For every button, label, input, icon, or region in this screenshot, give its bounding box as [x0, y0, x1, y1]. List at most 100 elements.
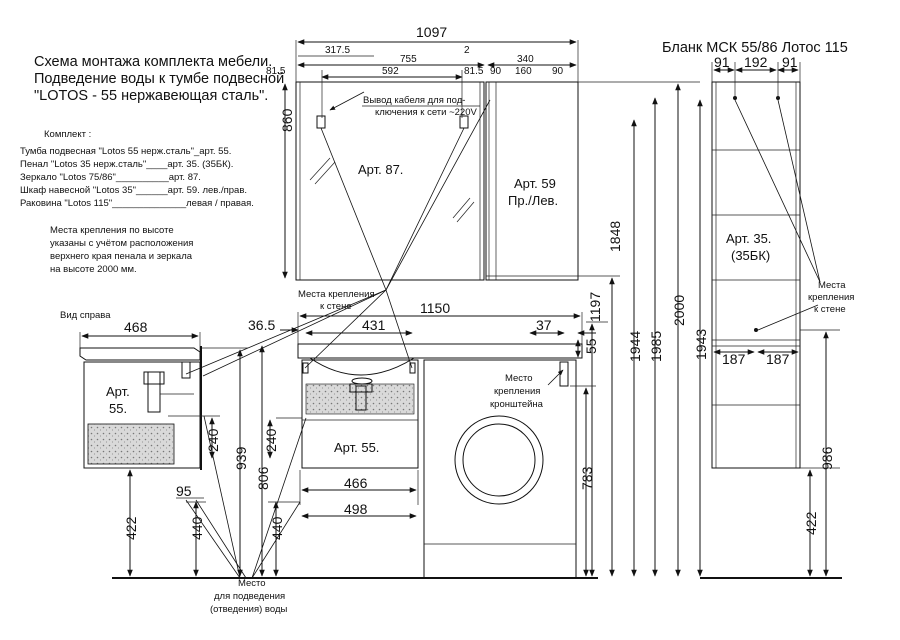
penal-article: Арт. 35.: [726, 231, 771, 246]
dim-1097: 1097: [416, 24, 447, 40]
kit-item: Пенал "Lotos 35 нерж.сталь"____арт. 35. …: [20, 159, 233, 170]
penal-variant: (35БК): [731, 248, 770, 263]
mount-note-line: Места крепления по высоте: [50, 225, 174, 236]
side-view-label: Вид справа: [60, 310, 111, 321]
mirror-mount-left: [316, 115, 326, 129]
dim-860: 860: [279, 108, 295, 132]
mirror-top-dims: 1097 317.5 755 2 340 592 81.5 81.5 90 16…: [266, 24, 579, 118]
bracket-line-2: крепления: [494, 386, 540, 397]
cable-callout: Вывод кабеля для под- ключения к сети ~2…: [329, 91, 480, 118]
front-dim-466: 466: [344, 475, 368, 491]
wall-mount-line-2: к стене: [320, 301, 352, 312]
side-view: Вид справа 468 Арт. 55. 422 240 939 95 4…: [60, 310, 249, 577]
side-dim-939: 939: [233, 446, 249, 470]
mirror-article: Арт. 87.: [358, 162, 403, 177]
side-dim-468: 468: [124, 319, 148, 335]
water-line-3: (отведения) воды: [210, 604, 287, 615]
dim-2000: 2000: [671, 295, 687, 326]
penal-dim-187-a: 187: [722, 351, 746, 367]
washing-machine-door: [454, 415, 544, 505]
dim-317: 317.5: [325, 45, 350, 56]
dim-1985: 1985: [648, 331, 664, 362]
front-dim-783: 783: [579, 466, 595, 490]
penal-mount-line-3: к стене: [814, 304, 846, 315]
height-dims: 1848 1197 1944 1985 2000 1943: [578, 81, 709, 577]
penal: Арт. 35. (35БК) 91 192 91 187 187 986 42…: [711, 54, 854, 577]
mount-note-line: указаны с учётом расположения: [50, 238, 193, 249]
title-line-3: "LOTOS - 55 нержавеющая сталь".: [34, 88, 268, 104]
dim-1944: 1944: [627, 331, 643, 362]
side-dim-240: 240: [205, 428, 221, 452]
dim-90-a: 90: [490, 66, 502, 77]
front-article: Арт. 55.: [334, 440, 379, 455]
penal-dim-986: 986: [819, 446, 835, 470]
mount-note-line: верхнего края пенала и зеркала: [50, 251, 193, 262]
mount-note-line: на высоте 2000 мм.: [50, 264, 137, 275]
bracket-line-1: Место: [505, 373, 533, 384]
front-mount-right: [409, 362, 416, 374]
front-dim-240: 240: [263, 428, 279, 452]
dim-755: 755: [400, 54, 417, 65]
cable-line-1: Вывод кабеля для под-: [363, 95, 465, 106]
cabinet-side: Пр./Лев.: [508, 193, 558, 208]
dim-592: 592: [382, 66, 399, 77]
front-dim-1150: 1150: [420, 300, 450, 316]
front-dim-431: 431: [362, 317, 386, 333]
title-line-1: Схема монтажа комплекта мебели.: [34, 54, 272, 70]
bracket-line-3: кронштейна: [490, 399, 544, 410]
penal-dim-422: 422: [803, 511, 819, 535]
wall-mount-line-1: Места крепления: [298, 289, 375, 300]
dim-81-mid: 81.5: [464, 66, 484, 77]
front-view: 1150 36.5 431 37 55 Арт. 55. Место крепл…: [248, 300, 599, 579]
dim-1943: 1943: [693, 329, 709, 360]
front-dim-36: 36.5: [248, 317, 275, 333]
kit-list: Комплект : Тумба подвесная "Lotos 55 нер…: [20, 129, 254, 209]
side-dim-422: 422: [123, 516, 139, 540]
dim-160: 160: [515, 66, 532, 77]
penal-dim-91-b: 91: [782, 54, 798, 70]
title-line-2: Подведение воды к тумбе подвесной: [34, 71, 284, 87]
dim-860-group: 860: [279, 83, 295, 279]
front-siphon: [355, 385, 367, 411]
penal-dim-187-b: 187: [766, 351, 790, 367]
mount-note: Места крепления по высоте указаны с учёт…: [50, 225, 193, 275]
dim-2: 2: [464, 45, 470, 56]
water-line-2: для подведения: [214, 591, 285, 602]
front-dim-498: 498: [344, 501, 368, 517]
mirror-assembly: Арт. 87. Арт. 59 Пр./Лев.: [295, 81, 579, 281]
side-article-2: 55.: [109, 401, 127, 416]
dim-340: 340: [517, 54, 534, 65]
front-granite-band: [305, 383, 415, 415]
side-basin: [79, 347, 201, 361]
water-line-1: Место: [238, 578, 266, 589]
side-wall-plate: [181, 361, 191, 379]
front-bowl: [309, 357, 415, 376]
cabinet-article: Арт. 59: [514, 176, 556, 191]
mirror-frame: [295, 81, 485, 281]
title-block: Схема монтажа комплекта мебели. Подведен…: [34, 54, 284, 104]
side-granite-panel: [87, 423, 175, 465]
water-callout: Место для подведения (отведения) воды: [185, 415, 307, 615]
front-cabinet: [301, 359, 419, 469]
bracket-mount: [559, 361, 569, 387]
penal-body: [711, 81, 801, 469]
kit-item: Раковина "Lotos 115"______________левая …: [20, 198, 254, 209]
front-dim-806: 806: [255, 466, 271, 490]
front-mount-left: [302, 362, 309, 374]
worktop: [297, 343, 583, 359]
kit-item: Шкаф навесной "Lotos 35"______арт. 59. л…: [20, 185, 247, 196]
dim-81-left: 81.5: [266, 66, 286, 77]
dim-1848: 1848: [607, 221, 623, 252]
wall-mount-callout: Места крепления к стене: [185, 99, 491, 377]
front-dim-55: 55: [583, 338, 599, 354]
cable-line-2: ключения к сети ~220V: [375, 107, 478, 118]
side-wall: [200, 346, 202, 470]
wall-cabinet: [485, 81, 579, 281]
side-dim-95: 95: [176, 483, 192, 499]
kit-item: Тумба подвесная "Lotos 55 нерж.сталь"_ар…: [20, 146, 231, 157]
form-title: Бланк МСК 55/86 Лотос 115: [662, 40, 848, 56]
kit-item: Зеркало "Lotos 75/86"__________арт. 87.: [20, 172, 201, 183]
side-siphon: [147, 371, 161, 413]
dim-90-b: 90: [552, 66, 564, 77]
